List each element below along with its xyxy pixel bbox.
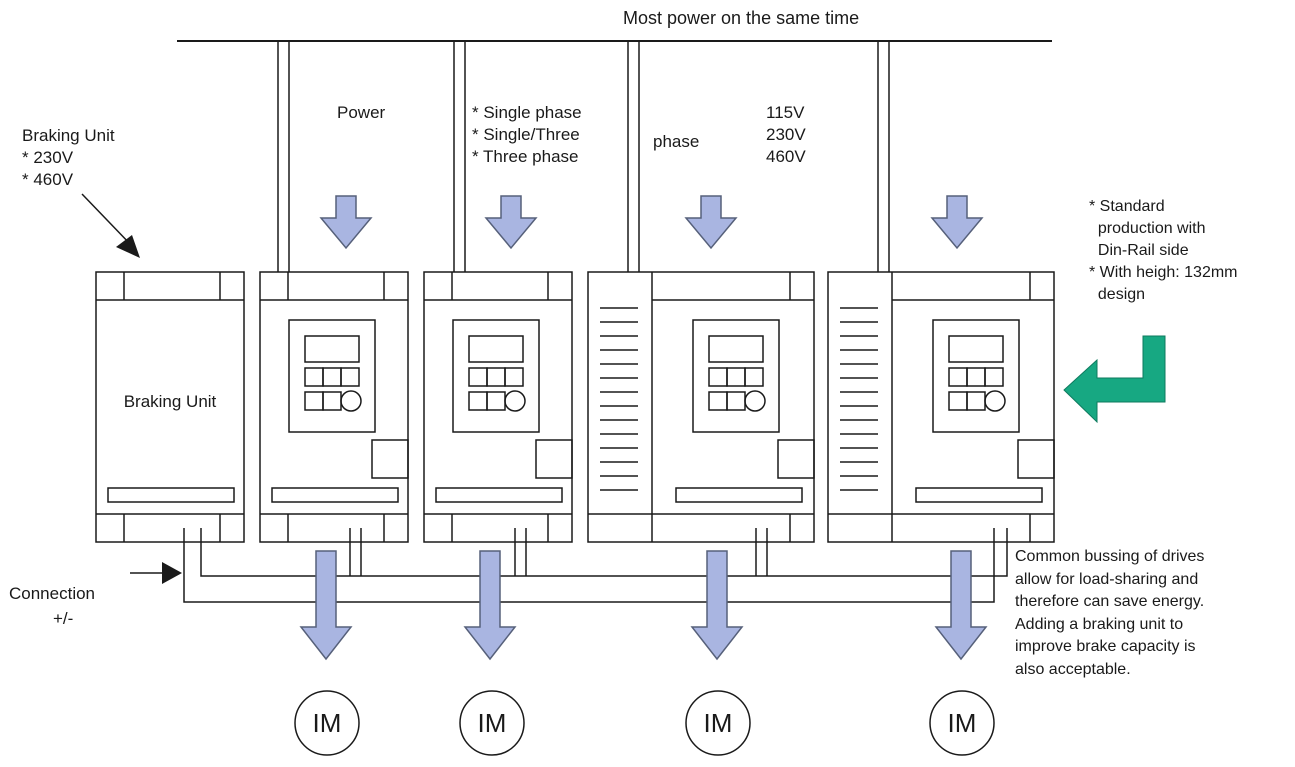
drive-4 xyxy=(827,271,1055,543)
braking-unit-pointer-arrow xyxy=(81,193,140,258)
power-arrow-3 xyxy=(685,195,737,249)
braking-unit-note: Braking Unit * 230V * 460V xyxy=(22,125,115,191)
motor-arrow-2 xyxy=(464,550,516,660)
drive-3 xyxy=(587,271,815,543)
motor-arrow-1 xyxy=(300,550,352,660)
braking-unit-box xyxy=(95,271,245,543)
drive-1 xyxy=(259,271,409,543)
drive-1-keypad xyxy=(288,319,376,433)
drive-3-keypad xyxy=(692,319,780,433)
braking-unit-box-label: Braking Unit xyxy=(124,392,217,411)
drive-2 xyxy=(423,271,573,543)
diagram-title: Most power on the same time xyxy=(623,8,860,28)
power-arrow-1 xyxy=(320,195,372,249)
connection-label: Connection xyxy=(9,584,96,603)
standard-production-note: * Standard production with Din-Rail side… xyxy=(1089,198,1238,303)
drive-4-din-rail-slots xyxy=(840,307,878,491)
phase-word: phase xyxy=(653,132,700,151)
power-arrow-2 xyxy=(485,195,537,249)
phase-line-2: * Single/Three xyxy=(472,125,580,144)
voltage-460: 460V xyxy=(766,147,806,166)
motor-1: IM xyxy=(294,690,360,756)
power-label: Power xyxy=(337,103,386,122)
rotate-arrow-icon xyxy=(1063,335,1166,424)
braking-unit-note-line-2: * 460V xyxy=(22,170,74,189)
power-feed-lines xyxy=(277,41,890,272)
motor-arrow-3 xyxy=(691,550,743,660)
motor-arrow-4 xyxy=(935,550,987,660)
voltage-115: 115V xyxy=(766,103,805,122)
motor-3: IM xyxy=(685,690,751,756)
motor-2: IM xyxy=(459,690,525,756)
phase-list: * Single phase * Single/Three * Three ph… xyxy=(472,102,582,168)
connection-sign: +/- xyxy=(53,609,74,628)
braking-unit-note-line-1: * 230V xyxy=(22,148,74,167)
common-bus-note: Common bussing of drives allow for load-… xyxy=(1015,548,1205,678)
phase-line-3: * Three phase xyxy=(472,147,579,166)
drive-4-keypad xyxy=(932,319,1020,433)
motor-3-label: IM xyxy=(704,708,733,738)
drive-2-keypad xyxy=(452,319,540,433)
motor-2-label: IM xyxy=(478,708,507,738)
motor-4-label: IM xyxy=(948,708,977,738)
phase-line-1: * Single phase xyxy=(472,103,582,122)
drive-3-din-rail-slots xyxy=(600,307,638,491)
voltage-230: 230V xyxy=(766,125,806,144)
dc-common-bus xyxy=(183,528,1008,603)
motor-4: IM xyxy=(929,690,995,756)
motor-1-label: IM xyxy=(313,708,342,738)
connection-pointer-arrow xyxy=(130,562,182,584)
power-arrow-4 xyxy=(931,195,983,249)
braking-unit-note-heading: Braking Unit xyxy=(22,126,115,145)
voltage-list: 115V 230V 460V xyxy=(766,102,806,168)
